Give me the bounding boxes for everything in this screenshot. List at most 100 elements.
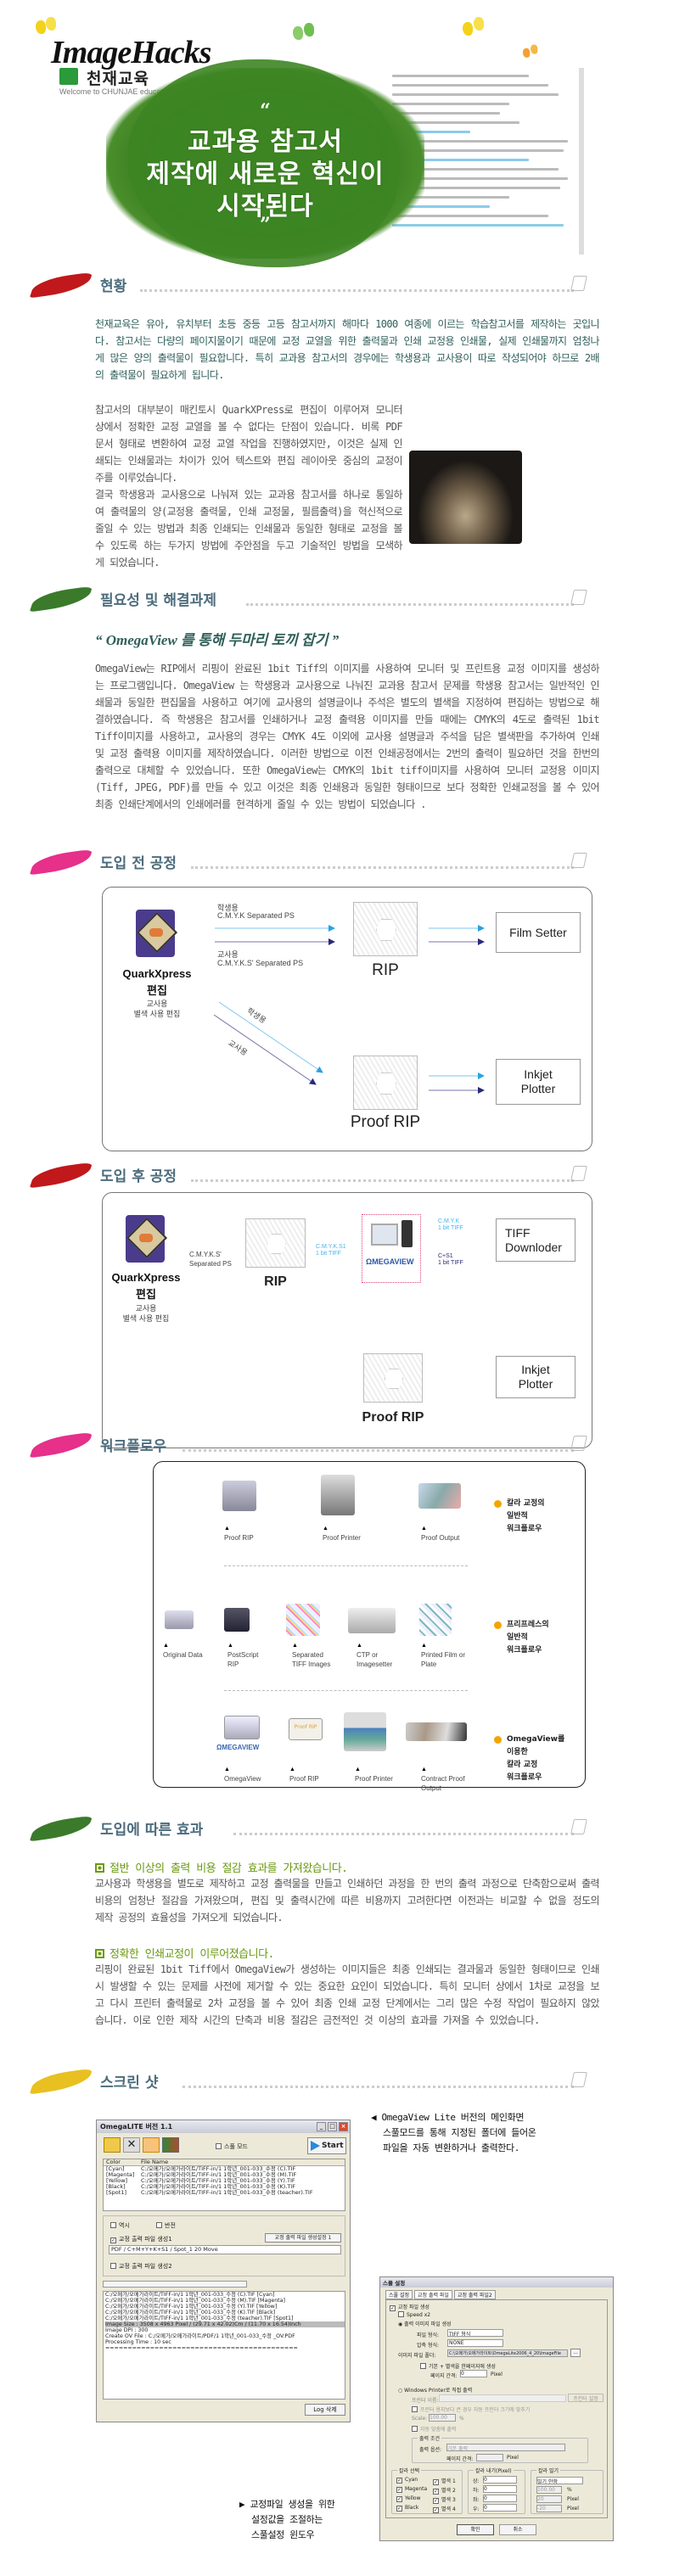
cs1-label: C+S1 [438, 1253, 453, 1259]
tab-proof-output-2[interactable]: 교정 출력 파일2 [453, 2290, 496, 2299]
auto-fit-checkbox[interactable]: 자동 맞춤에 출력 [412, 2425, 456, 2433]
log-area[interactable]: C:/오메가/오메가라이트/TIFF-in/1 1학년_001-033_수정 (… [103, 2291, 345, 2400]
section-heading-after: 도입 후 공정 [29, 1162, 587, 1190]
printer-name-field[interactable] [439, 2394, 566, 2402]
spool-mode-checkbox[interactable]: 스풀 모드 [216, 2142, 248, 2151]
compression-select[interactable]: NONE [447, 2339, 503, 2347]
proof-printer-image [321, 1475, 355, 1515]
margin-field[interactable]: 0 [483, 2485, 517, 2493]
tab-proof-output[interactable]: 교정 출력 파일 [414, 2290, 452, 2299]
brush-mark-icon [29, 1162, 93, 1189]
exit-button[interactable] [162, 2137, 179, 2153]
color-checkbox[interactable]: ✓Black [396, 2505, 419, 2512]
tools-button[interactable]: ✕ [123, 2137, 140, 2153]
color-checkbox[interactable]: ✓Yellow [396, 2495, 421, 2502]
file-list-row[interactable]: [Spot1]C:/오메가/오메가라이트/TIFF-in/1 1학년_001-0… [106, 2189, 313, 2196]
section-title: 도입 후 공정 [100, 1168, 177, 1185]
butterfly-icon [293, 21, 315, 47]
proof-rip-label: Proof RIP [362, 1410, 424, 1425]
hero-title-line-3: 시작된다 [216, 192, 314, 221]
fit-checkbox[interactable]: 프린터 용지보다 큰 경우 자동 프린터 크기에 맞추기 [412, 2405, 530, 2413]
output-condition-group: 출력 조건 출력 옵션: 기본 출력 페이지 간격: Pixel [412, 2434, 588, 2463]
section-heading-workflow: 워크플로우 [29, 1431, 587, 1459]
brush-mark-icon [29, 1431, 93, 1459]
color-checkbox[interactable]: ✓Magenta [396, 2486, 428, 2493]
proof-rip-computer-image [222, 1481, 256, 1511]
log-line: Image Size : 3508 x 4963 Pixel / (29.71 … [105, 2321, 345, 2327]
printer-setup-button[interactable]: 프린터 설정 [568, 2394, 604, 2402]
file-list-row[interactable]: [Black]C:/오메가/오메가라이트/TIFF-in/1 1학년_001-0… [106, 2183, 295, 2190]
open-folder-button[interactable] [104, 2137, 121, 2153]
output-page-gap-field[interactable] [476, 2454, 503, 2461]
film-setter-box: Film Setter [496, 912, 581, 953]
butterfly-icon [463, 17, 485, 42]
inkjet-label: Inkjet [524, 1067, 553, 1081]
margin-row: 좌:0 [473, 2495, 517, 2503]
gen2-checkbox[interactable]: 교정 출력 파일 생성2 [110, 2262, 172, 2271]
speed-checkbox[interactable]: Speed x2 [398, 2311, 430, 2318]
output-option-select[interactable]: 기본 출력 [446, 2444, 565, 2451]
gen1-checkbox[interactable]: ✓교정 출력 파일 생성1 [110, 2236, 172, 2243]
file-list-row[interactable]: [Yellow]C:/오메가/오메가라이트/TIFF-in/1 1학년_001-… [106, 2177, 295, 2184]
ok-button[interactable]: 확인 [457, 2524, 494, 2535]
out-image-radio[interactable]: ◉ 출력 이미지 파일 생성 [398, 2321, 452, 2327]
maximize-button[interactable]: □ [328, 2122, 337, 2131]
brush-mark-icon [29, 1815, 93, 1842]
folder-field[interactable]: C:\오메가\오메가라이트\OmegaLite2006_4_20\ImageFi… [447, 2349, 568, 2357]
printed-film-image [419, 1604, 452, 1636]
proof-output-image [418, 1483, 461, 1509]
create-proof-checkbox[interactable]: ✓교정 파일 생성 [390, 2304, 430, 2311]
move-field[interactable]: 100.00 [536, 2486, 562, 2494]
invert-checkbox[interactable]: 반전 [156, 2221, 176, 2230]
mirror-checkbox[interactable]: 역시 [110, 2221, 130, 2230]
page-gap-field[interactable]: 0 [460, 2370, 487, 2377]
spot-checkbox[interactable]: ✓별색 1 [433, 2478, 456, 2485]
quarkxpress-label: QuarkXpress [111, 1271, 181, 1284]
move-select[interactable]: 밀기 안함 [536, 2477, 583, 2484]
start-button[interactable]: Start [307, 2137, 346, 2154]
dotted-divider [246, 603, 574, 606]
proof-rip-icon [363, 1353, 423, 1403]
ctp-imagesetter-image [348, 1608, 396, 1633]
log-line: C:/오메가/오메가라이트/TIFF-in/1 1학년_001-033_수정 (… [105, 2304, 278, 2310]
spot-checkbox[interactable]: ✓별색 4 [433, 2506, 456, 2513]
ps-label-2: Separated PS [189, 1260, 232, 1268]
file-list-row[interactable]: [Magenta]C:/오메가/오메가라이트/TIFF-in/1 1학년_001… [106, 2171, 297, 2178]
move-field[interactable]: 20 [536, 2495, 562, 2503]
spot-checkbox[interactable]: ✓별색 3 [433, 2497, 456, 2504]
cancel-button[interactable]: 취소 [499, 2524, 536, 2535]
output-folder-button[interactable] [143, 2137, 160, 2153]
close-button[interactable]: × [339, 2122, 348, 2131]
gen1-settings-button[interactable]: 교정 출력 파일 생성설정 1 [265, 2233, 341, 2243]
tab-spool[interactable]: 스풀 설정 [385, 2290, 413, 2299]
move-field[interactable]: -20 [536, 2505, 562, 2512]
margin-field[interactable]: 0 [483, 2495, 517, 2502]
book-icon [570, 1819, 587, 1834]
spot-checkbox[interactable]: ✓별색 2 [433, 2488, 456, 2495]
status-paragraph-1: 천재교육은 유아, 유치부터 초등 중등 고등 참고서까지 해마다 1000 여… [95, 318, 600, 381]
omegalite-main-window: OmegaLITE 버전 1.1 _ □ × ✕ 스풀 모드 Start Col… [96, 2120, 351, 2422]
browse-button[interactable]: ... [570, 2349, 581, 2357]
margin-field[interactable]: 0 [483, 2504, 517, 2512]
book-icon [570, 1166, 587, 1181]
dotted-divider [191, 866, 574, 869]
unit-label: Pixel [491, 2372, 503, 2377]
rip-label: RIP [264, 1274, 287, 1289]
scale-field[interactable]: 100.00 [429, 2414, 456, 2422]
merge-checkbox[interactable]: 기본 + 별색을 한페이지에 생성 [420, 2362, 496, 2370]
arrow-left-icon: ◀ [371, 2112, 382, 2123]
needs-paragraph: OmegaView는 RIP에서 리핑이 완료된 1bit Tiff의 이미지를… [95, 663, 600, 810]
log-clear-button[interactable]: Log 삭제 [305, 2404, 345, 2416]
win-printer-radio[interactable]: ○ Windows Printer로 직접 출력 [398, 2388, 473, 2394]
margin-field[interactable]: 0 [483, 2476, 517, 2484]
color-checkbox[interactable]: ✓Cyan [396, 2477, 418, 2484]
file-list-row[interactable]: [Cyan]C:/오메가/오메가라이트/TIFF-in/1 1학년_001-03… [106, 2165, 296, 2172]
file-format-select[interactable]: TIFF 형식 [447, 2329, 503, 2337]
minimize-button[interactable]: _ [317, 2122, 326, 2131]
omegaview-logo: ΩMEGAVIEW [366, 1257, 414, 1266]
